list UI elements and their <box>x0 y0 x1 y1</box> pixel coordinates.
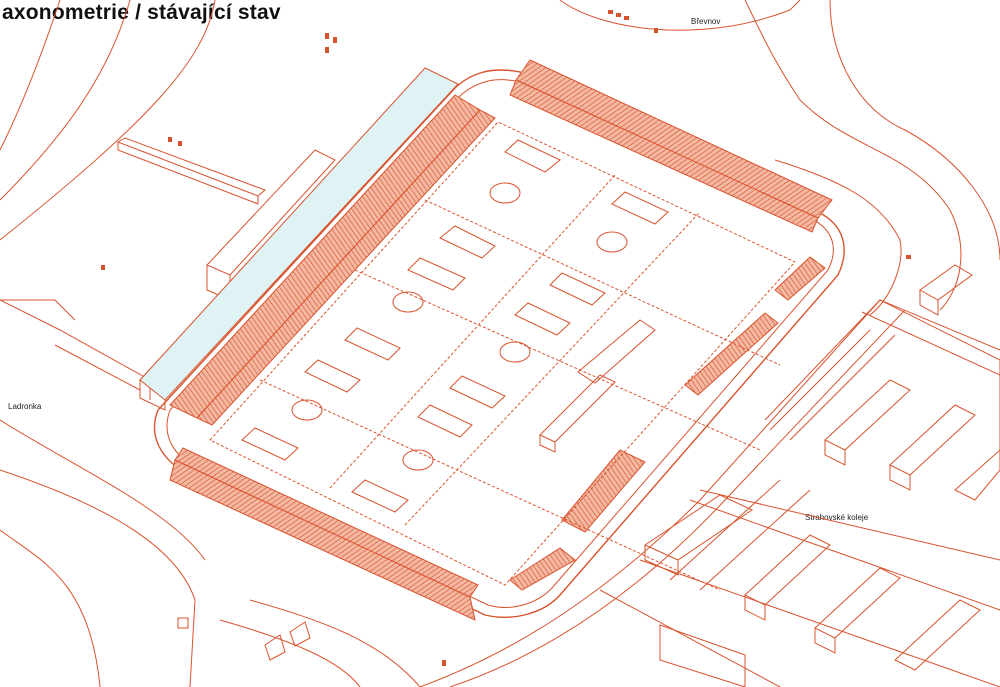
main-stand-glass-roof <box>139 67 459 411</box>
stand-west <box>169 94 496 426</box>
label-ladronka: Ladronka <box>8 402 42 411</box>
pitch-field <box>209 121 796 591</box>
koleje-ground <box>669 299 1000 591</box>
pitch-markings <box>241 139 669 513</box>
koleje-blocks <box>643 264 1000 687</box>
label-brevnov: Břevnov <box>691 17 721 26</box>
label-strahovske-koleje: Strahovské koleje <box>805 513 869 522</box>
stand-east <box>509 256 826 591</box>
cars <box>101 10 911 666</box>
stand-south <box>169 447 479 621</box>
stand-north <box>509 59 833 233</box>
pitch-buildings <box>539 319 656 453</box>
vehicles <box>177 617 311 661</box>
building-west-long <box>0 137 336 400</box>
